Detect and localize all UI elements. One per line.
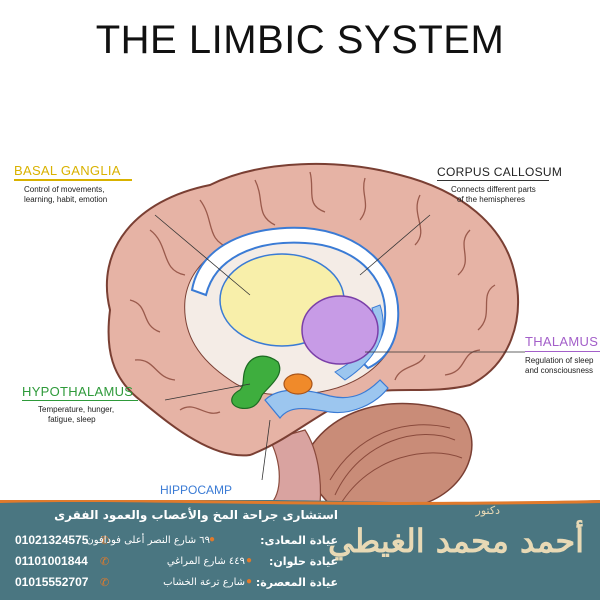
clinic-banner: استشارى جراحة المخ والأعصاب والعمود الفق…	[0, 500, 600, 600]
leader-lines	[154, 214, 525, 481]
label-basal-ganglia: BASAL GANGLIA Control of movements, lear…	[14, 163, 144, 205]
phone-icon: ✆	[100, 577, 110, 589]
basal-ganglia-desc-2: learning, habit, emotion	[24, 195, 108, 204]
corpus-callosum-underline	[437, 180, 549, 181]
amygdala-shape	[283, 373, 313, 395]
clinic-phone[interactable]: 01101001844	[15, 554, 88, 568]
thalamus-underline	[525, 351, 600, 352]
clinic-name: عيادة المعصرة:	[255, 576, 338, 589]
label-hippocampus-partial: HIPPOCAMP	[160, 483, 233, 497]
hypothalamus-underline	[22, 400, 138, 401]
location-pin-icon: ●	[209, 534, 216, 545]
basal-ganglia-heading: BASAL GANGLIA	[14, 163, 121, 178]
phone-icon: ✆	[100, 535, 110, 547]
basal-ganglia-underline	[14, 179, 132, 181]
clinic-phone[interactable]: 01015552707	[15, 575, 89, 589]
hypothalamus-desc-1: Temperature, hunger,	[38, 405, 115, 414]
clinic-address: ٦٩ شارع النصر أعلى فودافون	[86, 535, 210, 546]
clinic-address: شارع ترعة الخشاب	[163, 577, 245, 588]
corpus-callosum-desc-2: of the hemispheres	[457, 195, 526, 204]
corpus-callosum-desc-1: Connects different parts	[451, 185, 536, 194]
corpus-callosum-shape	[190, 226, 400, 370]
clinic-phone[interactable]: 01021324575	[15, 533, 89, 547]
page-title: THE LIMBIC SYSTEM	[95, 18, 505, 62]
location-pin-icon: ●	[246, 555, 253, 566]
thalamus-heading: THALAMUS	[525, 334, 599, 349]
doctor-name: أحمد محمد الغيطي	[328, 522, 584, 560]
clinic-name: عيادة المعادى:	[260, 534, 338, 547]
location-pin-icon: ●	[246, 576, 253, 587]
label-hypothalamus: HYPOTHALAMUS Temperature, hunger, fatigu…	[22, 384, 162, 425]
banner-background	[0, 500, 600, 600]
specialty-text: استشارى جراحة المخ والأعصاب والعمود الفق…	[54, 508, 338, 522]
hypothalamus-desc-2: fatigue, sleep	[48, 415, 96, 424]
hippocampus-shape	[264, 379, 389, 419]
label-corpus-callosum: CORPUS CALLOSUM Connects different parts…	[437, 165, 587, 205]
clinic-name: عيادة حلوان:	[269, 555, 338, 568]
hypothalamus-heading: HYPOTHALAMUS	[22, 384, 134, 399]
clinic-address: ٤٤٩ شارع المراغي	[166, 556, 245, 567]
cerebellum	[299, 402, 473, 506]
hypothalamus-shape	[231, 355, 281, 410]
thalamus-desc-2: and consciousness	[525, 366, 594, 375]
thalamus-shape	[301, 295, 379, 365]
label-thalamus: THALAMUS Regulation of sleep and conscio…	[525, 334, 600, 376]
doctor-title: دكتور	[475, 504, 500, 517]
corpus-callosum-heading: CORPUS CALLOSUM	[437, 165, 563, 179]
phone-icon: ✆	[100, 556, 110, 568]
gyri-lines	[129, 171, 496, 414]
basal-ganglia-desc-1: Control of movements,	[24, 185, 105, 194]
thalamus-desc-1: Regulation of sleep	[525, 356, 594, 365]
